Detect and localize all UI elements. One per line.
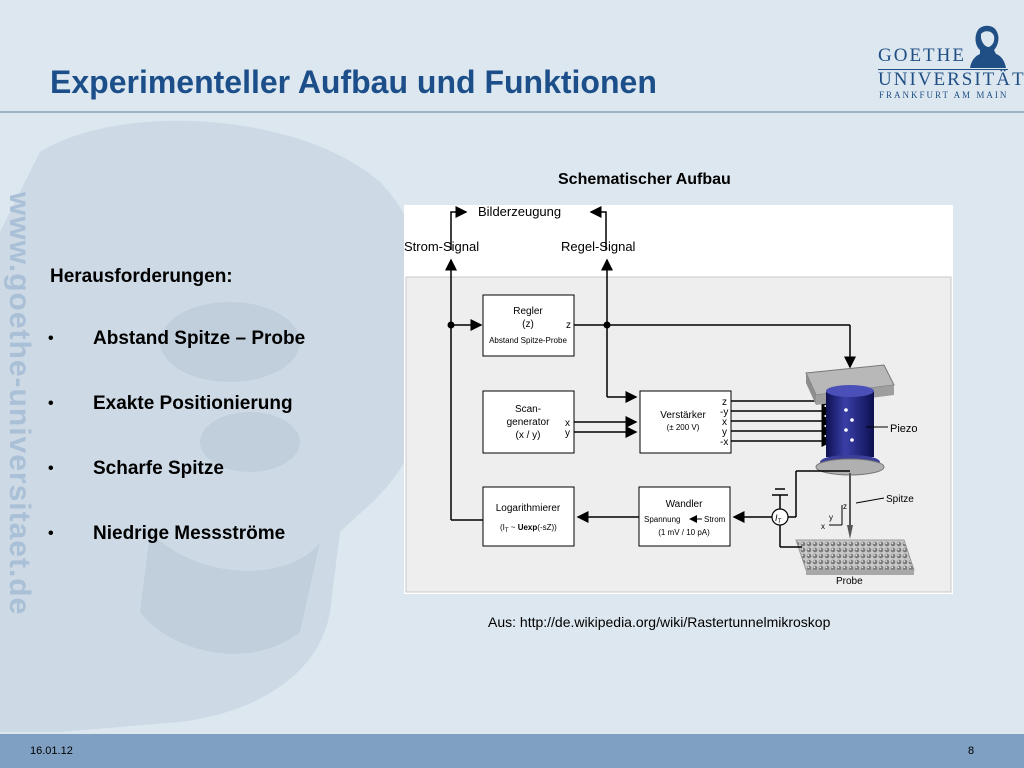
svg-text:x: x [565, 418, 570, 429]
svg-text:(z): (z) [522, 319, 534, 330]
probe-label: Probe [836, 576, 863, 587]
svg-text:Regler: Regler [513, 306, 543, 317]
source-citation: Aus: http://de.wikipedia.org/wiki/Raster… [488, 614, 831, 630]
svg-text:z: z [843, 502, 847, 511]
svg-text:Logarithmierer: Logarithmierer [496, 503, 561, 514]
schematic-diagram: Bilderzeugung Strom-Signal Regel-Signal … [404, 205, 953, 594]
svg-text:generator: generator [507, 417, 550, 428]
piezo-label: Piezo [890, 423, 918, 435]
svg-text:z: z [722, 397, 727, 408]
list-item: •Niedrige Messströme [48, 523, 286, 544]
footer-bar [0, 734, 1024, 768]
university-logo: GOETHE UNIVERSITÄT FRANKFURT AM MAIN [866, 24, 1024, 104]
logarithmierer-box [482, 486, 575, 547]
header-divider [0, 111, 1024, 113]
challenges-list: •Abstand Spitze – Probe •Exakte Position… [48, 328, 305, 588]
regler-box [482, 294, 575, 357]
svg-text:-x: -x [720, 437, 728, 448]
logo-frankfurt: FRANKFURT AM MAIN [879, 90, 1009, 100]
footer-date: 16.01.12 [30, 745, 73, 757]
svg-text:(x / y): (x / y) [516, 430, 541, 441]
diagram-title: Schematischer Aufbau [558, 171, 731, 188]
verstaerker-box [639, 390, 732, 454]
bullet-icon: • [48, 525, 54, 542]
svg-text:(IT ~ Uexp(-sZ)): (IT ~ Uexp(-sZ)) [500, 523, 557, 534]
probe-sample [795, 539, 915, 571]
list-item: •Exakte Positionierung [48, 393, 293, 414]
goethe-bust-icon [970, 25, 1006, 68]
svg-text:y: y [722, 427, 727, 438]
list-item: •Abstand Spitze – Probe [48, 328, 306, 349]
svg-text:x: x [722, 417, 727, 428]
svg-text:Strom: Strom [704, 515, 726, 524]
svg-text:x: x [821, 522, 825, 531]
bilderzeugung-label: Bilderzeugung [478, 205, 561, 219]
svg-text:y: y [565, 428, 570, 439]
bullet-icon: • [48, 330, 54, 347]
spitze-label: Spitze [886, 494, 914, 505]
svg-text:Spannung: Spannung [644, 515, 680, 524]
svg-text:IT: IT [775, 513, 783, 525]
list-item: •Scharfe Spitze [48, 458, 224, 479]
bullet-icon: • [48, 395, 54, 412]
challenges-heading: Herausforderungen: [50, 266, 233, 287]
svg-text:(1 mV / 10 pA): (1 mV / 10 pA) [658, 528, 710, 537]
svg-text:Verstärker: Verstärker [660, 410, 706, 421]
logo-goethe: GOETHE [878, 45, 966, 66]
logo-rule [878, 69, 1008, 70]
svg-text:(± 200 V): (± 200 V) [667, 423, 700, 432]
regel-signal-label: Regel-Signal [561, 239, 636, 254]
slide-title: Experimenteller Aufbau und Funktionen [50, 64, 657, 100]
vertical-url: www.goethe-universitaet.de [3, 192, 36, 616]
strom-signal-label: Strom-Signal [404, 239, 479, 254]
logo-universitaet: UNIVERSITÄT [878, 69, 1024, 90]
svg-text:z: z [566, 320, 571, 331]
wandler-box [638, 486, 731, 547]
scan-generator-box [482, 390, 575, 454]
svg-text:Abstand Spitze-Probe: Abstand Spitze-Probe [489, 336, 567, 345]
svg-text:-y: -y [720, 407, 728, 418]
svg-text:Scan-: Scan- [515, 404, 541, 415]
page-number: 8 [968, 745, 975, 757]
bullet-icon: • [48, 460, 54, 477]
piezo-assembly [805, 364, 895, 539]
svg-text:Wandler: Wandler [666, 499, 704, 510]
svg-text:y: y [829, 513, 833, 522]
background-portrait [0, 120, 434, 732]
